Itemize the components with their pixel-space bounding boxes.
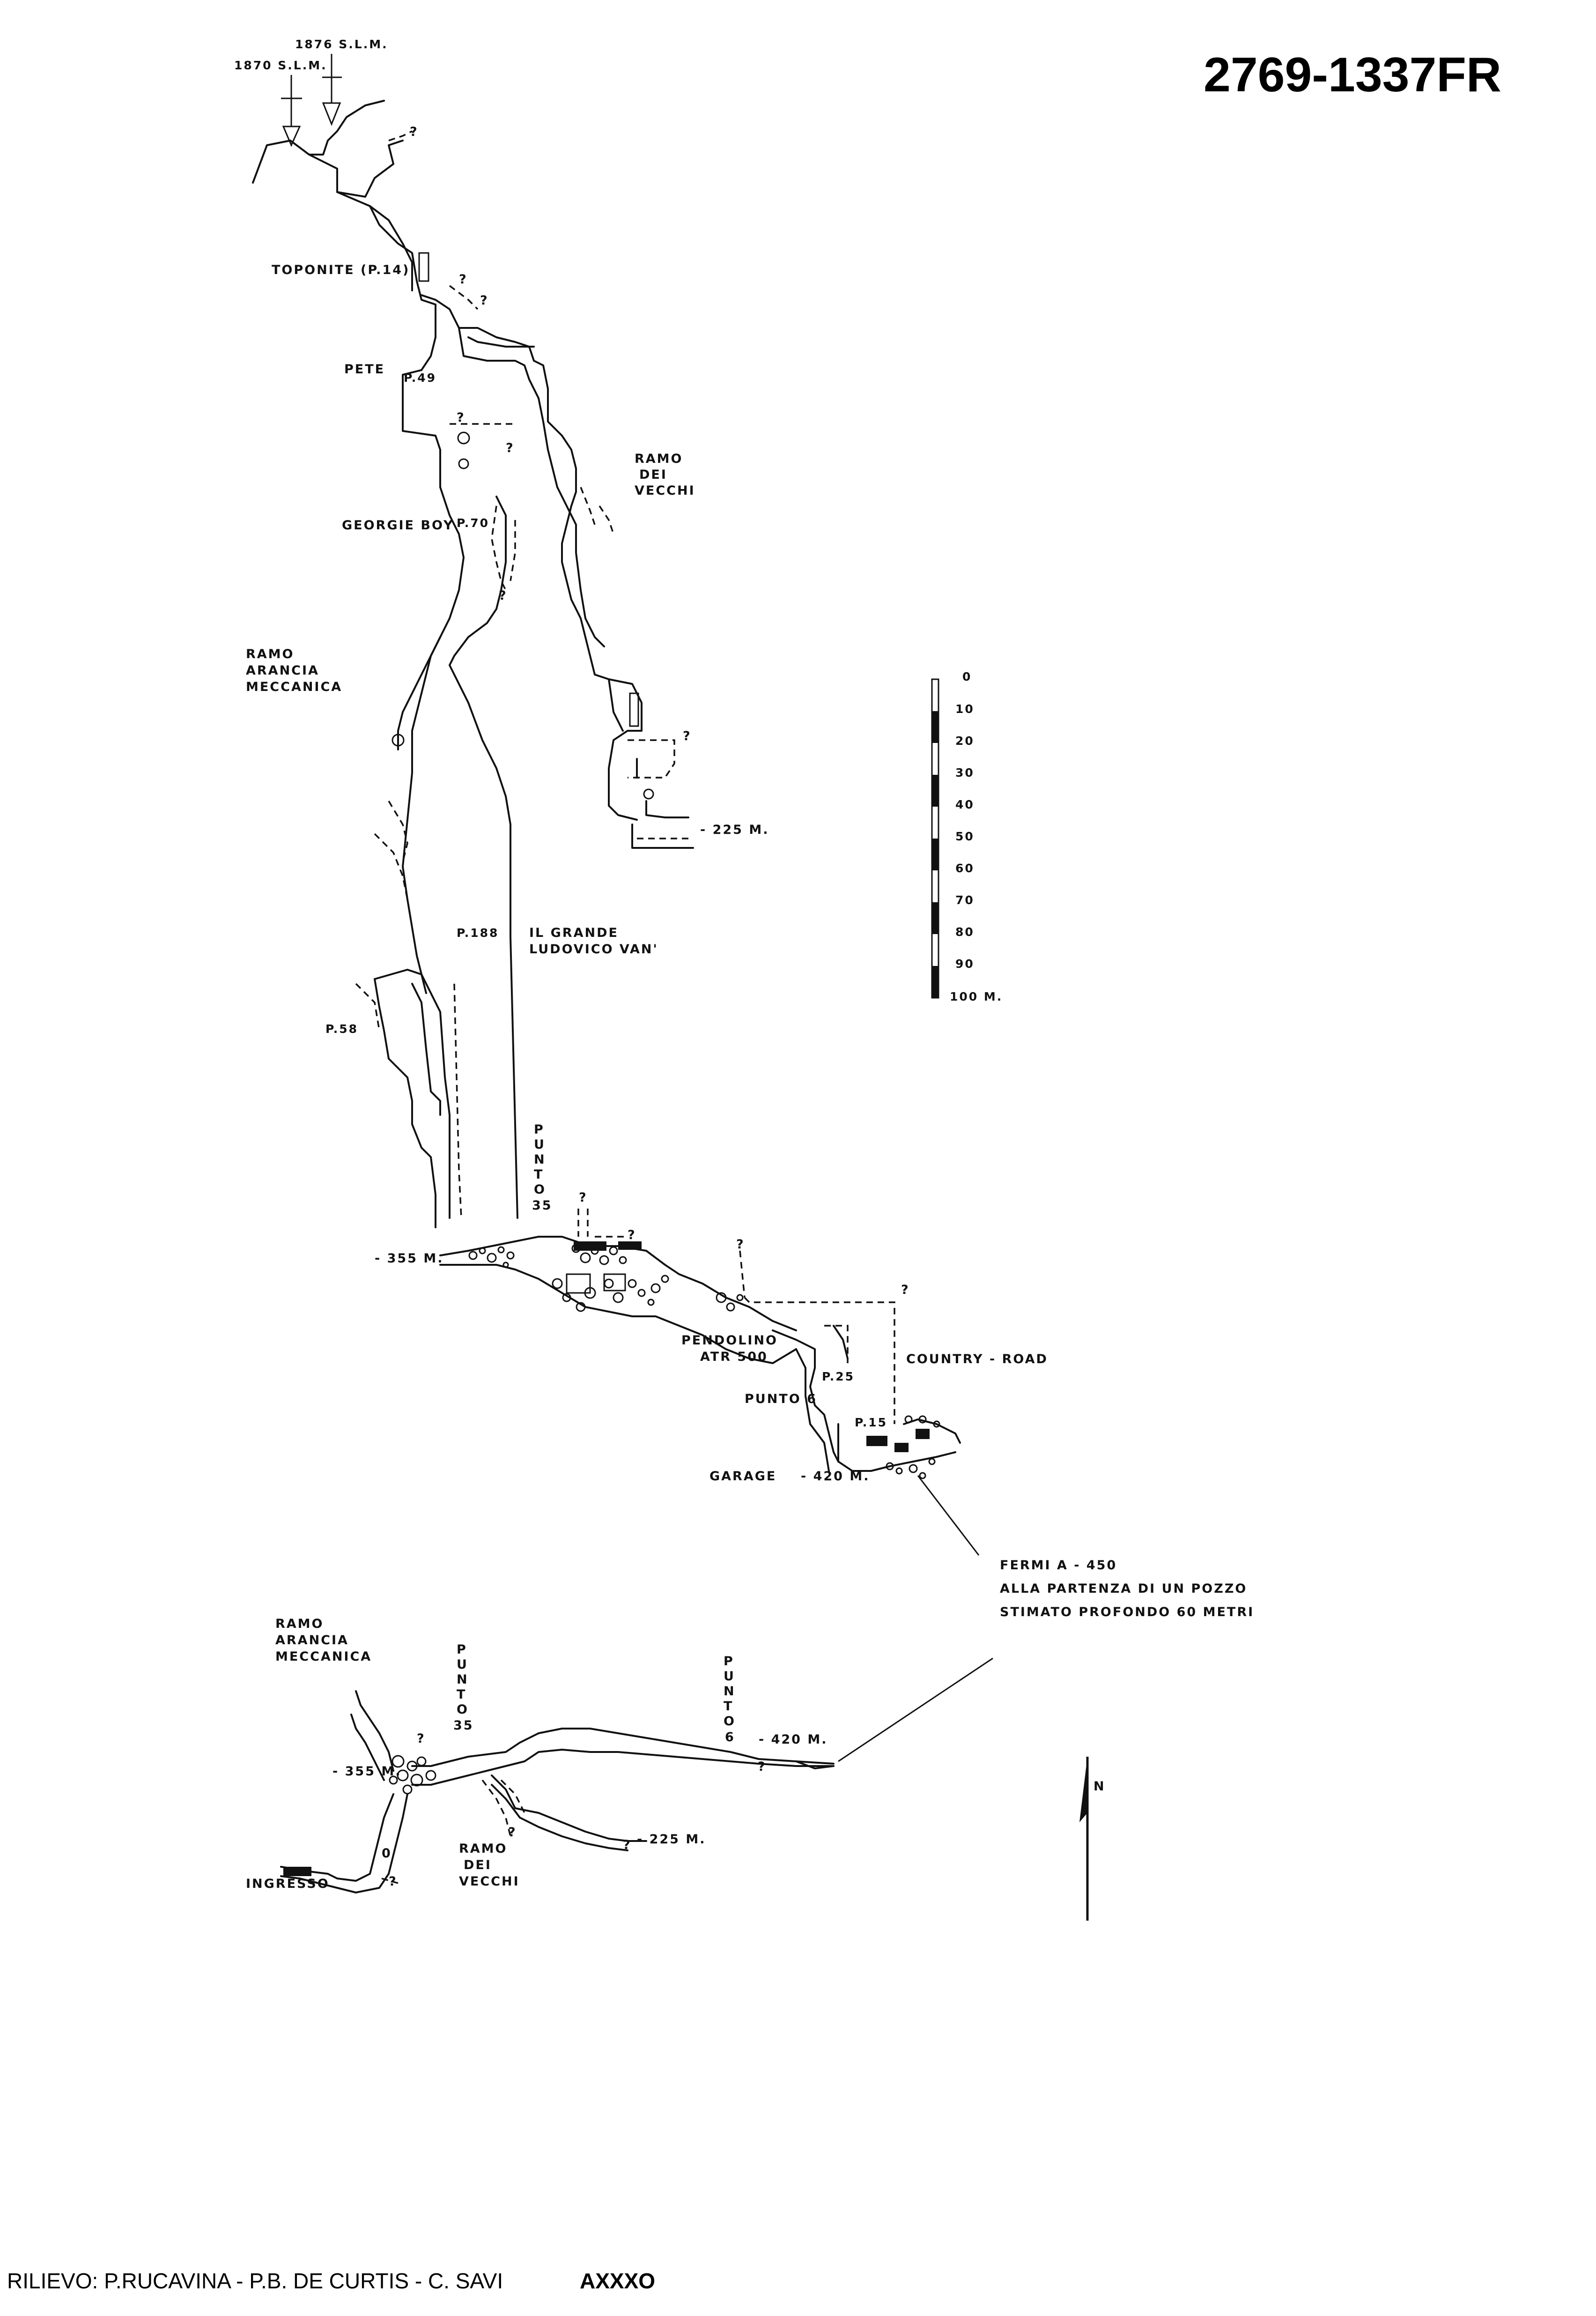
label-p25: P.25 bbox=[822, 1370, 855, 1383]
scale-tick-20: 20 bbox=[955, 734, 975, 748]
plan-punto35-2: U bbox=[457, 1657, 468, 1672]
label-ramo-vecchi-2: DEI bbox=[639, 468, 667, 482]
plan-punto6-6: 6 bbox=[725, 1730, 735, 1744]
note-line-3: STIMATO PROFONDO 60 METRI bbox=[1000, 1605, 1254, 1619]
north-arrow-icon: N bbox=[1079, 1757, 1106, 1921]
plan-punto35-5: O bbox=[457, 1702, 469, 1717]
survey-credits: RILIEVO: P.RUCAVINA - P.B. DE CURTIS - C… bbox=[7, 2269, 655, 2293]
q-upper-entrance: ? bbox=[410, 125, 419, 139]
plan-vecchi-3: VECCHI bbox=[459, 1874, 520, 1889]
plan-arancia-3: MECCANICA bbox=[275, 1649, 372, 1664]
plan-depth-420: - 420 M. bbox=[759, 1732, 828, 1747]
scale-tick-60: 60 bbox=[955, 861, 975, 875]
scale-tick-40: 40 bbox=[955, 798, 975, 811]
label-pendolino-1: PENDOLINO bbox=[681, 1333, 778, 1348]
scale-tick-50: 50 bbox=[955, 830, 975, 843]
scale-tick-0: 0 bbox=[962, 670, 972, 683]
label-ramo-vecchi-1: RAMO bbox=[635, 452, 683, 466]
plan-punto35-4: T bbox=[457, 1687, 466, 1702]
label-arancia-1: RAMO bbox=[246, 647, 295, 661]
label-ramo-vecchi-3: VECCHI bbox=[635, 483, 695, 498]
label-p70: P.70 bbox=[457, 516, 489, 530]
plan-punto35-6: 35 bbox=[453, 1718, 474, 1733]
label-arancia-2: ARANCIA bbox=[246, 663, 319, 678]
q-gallery-2: ? bbox=[901, 1283, 910, 1297]
q-punto35-2: ? bbox=[628, 1228, 636, 1242]
survey-title: 2769-1337FR bbox=[1204, 48, 1501, 102]
plan-punto35-1: P bbox=[457, 1642, 467, 1657]
label-grande-1: IL GRANDE bbox=[529, 926, 619, 940]
label-p188: P.188 bbox=[457, 926, 499, 940]
q-vecchi-1: ? bbox=[683, 729, 692, 743]
q-toponite-1: ? bbox=[459, 272, 468, 287]
q-georgie-1: ? bbox=[499, 588, 508, 603]
plan-punto6-2: U bbox=[724, 1669, 735, 1684]
plan-depth-225: - 225 M. bbox=[637, 1832, 706, 1847]
terminal-note: FERMI A - 450 ALLA PARTENZA DI UN POZZO … bbox=[1000, 1558, 1254, 1619]
label-punto6: PUNTO 6 bbox=[745, 1392, 817, 1406]
entrance-left-altitude: 1870 S.L.M. bbox=[234, 59, 327, 72]
credits-text: RILIEVO: P.RUCAVINA - P.B. DE CURTIS - C… bbox=[7, 2269, 503, 2293]
plan-q-1: ? bbox=[389, 1874, 398, 1889]
label-p49: P.49 bbox=[404, 371, 436, 385]
label-punto35-3: N bbox=[534, 1152, 546, 1167]
plan-zero: 0 bbox=[382, 1846, 392, 1861]
plan-punto35-3: N bbox=[457, 1672, 469, 1687]
label-georgie-boy: GEORGIE BOY bbox=[342, 518, 454, 533]
credits-suffix: AXXXO bbox=[580, 2269, 655, 2293]
entrance-right-altitude: 1876 S.L.M. bbox=[295, 37, 388, 51]
q-pete-2: ? bbox=[506, 441, 515, 455]
scale-tick-10: 10 bbox=[955, 702, 975, 716]
q-gallery-1: ? bbox=[736, 1237, 745, 1252]
label-punto35-5: O bbox=[534, 1182, 546, 1197]
label-depth-420: - 420 M. bbox=[801, 1469, 870, 1484]
plan-q-4: ? bbox=[758, 1759, 767, 1774]
label-pendolino-2: ATR 500 bbox=[700, 1350, 768, 1364]
scale-tick-70: 70 bbox=[955, 893, 975, 907]
label-pete: PETE bbox=[344, 362, 385, 377]
label-country-road: COUNTRY - ROAD bbox=[906, 1352, 1048, 1366]
label-punto35-6: 35 bbox=[532, 1198, 553, 1213]
label-toponite: TOPONITE (P.14) bbox=[272, 263, 410, 277]
entrance-markers: 1870 S.L.M. 1876 S.L.M. bbox=[234, 37, 388, 147]
q-pete-1: ? bbox=[457, 410, 466, 425]
boulder-texture bbox=[468, 1244, 744, 1312]
label-p58: P.58 bbox=[325, 1022, 358, 1036]
label-arancia-3: MECCANICA bbox=[246, 680, 342, 694]
plan-q-3: ? bbox=[508, 1825, 517, 1840]
plan-depth-355: - 355 M. bbox=[332, 1764, 402, 1779]
scale-tick-30: 30 bbox=[955, 766, 975, 779]
plan-punto6-5: O bbox=[724, 1714, 736, 1729]
north-label: N bbox=[1094, 1779, 1106, 1794]
plan-q-2: ? bbox=[417, 1731, 426, 1746]
scale-tick-100: 100 M. bbox=[950, 990, 1003, 1003]
label-punto35-1: P bbox=[534, 1122, 545, 1137]
plan-q-5: ? bbox=[623, 1838, 632, 1852]
scale-tick-80: 80 bbox=[955, 925, 975, 939]
plan-arancia-1: RAMO bbox=[275, 1617, 324, 1631]
scale-bar: 0 10 20 30 40 50 60 70 80 90 100 M. bbox=[931, 670, 1003, 1003]
cave-section-view: 1870 S.L.M. 1876 S.L.M. ? TOPONITE (P.14… bbox=[234, 37, 1048, 1556]
plan-vecchi-2: DEI bbox=[464, 1858, 492, 1872]
label-garage: GARAGE bbox=[709, 1469, 776, 1484]
label-punto35-4: T bbox=[534, 1167, 544, 1182]
plan-punto6-4: T bbox=[724, 1699, 733, 1714]
q-punto35-1: ? bbox=[579, 1190, 588, 1205]
label-depth-355: - 355 M. bbox=[375, 1251, 444, 1266]
plan-ingresso: INGRESSO bbox=[246, 1877, 330, 1891]
note-line-2: ALLA PARTENZA DI UN POZZO bbox=[1000, 1581, 1247, 1596]
scale-tick-90: 90 bbox=[955, 957, 975, 971]
plan-punto6-3: N bbox=[724, 1684, 736, 1699]
plan-punto6-1: P bbox=[724, 1654, 734, 1669]
label-depth-225: - 225 M. bbox=[700, 823, 769, 837]
label-punto35-2: U bbox=[534, 1137, 546, 1152]
plan-arancia-2: ARANCIA bbox=[275, 1633, 349, 1648]
q-toponite-2: ? bbox=[480, 293, 489, 308]
note-line-1: FERMI A - 450 bbox=[1000, 1558, 1117, 1573]
label-p15: P.15 bbox=[855, 1416, 887, 1429]
plan-vecchi-1: RAMO bbox=[459, 1841, 508, 1856]
label-grande-2: LUDOVICO VAN' bbox=[529, 942, 658, 957]
cave-plan-view: RAMO ARANCIA MECCANICA P U N T O 35 P U … bbox=[246, 1617, 993, 1893]
